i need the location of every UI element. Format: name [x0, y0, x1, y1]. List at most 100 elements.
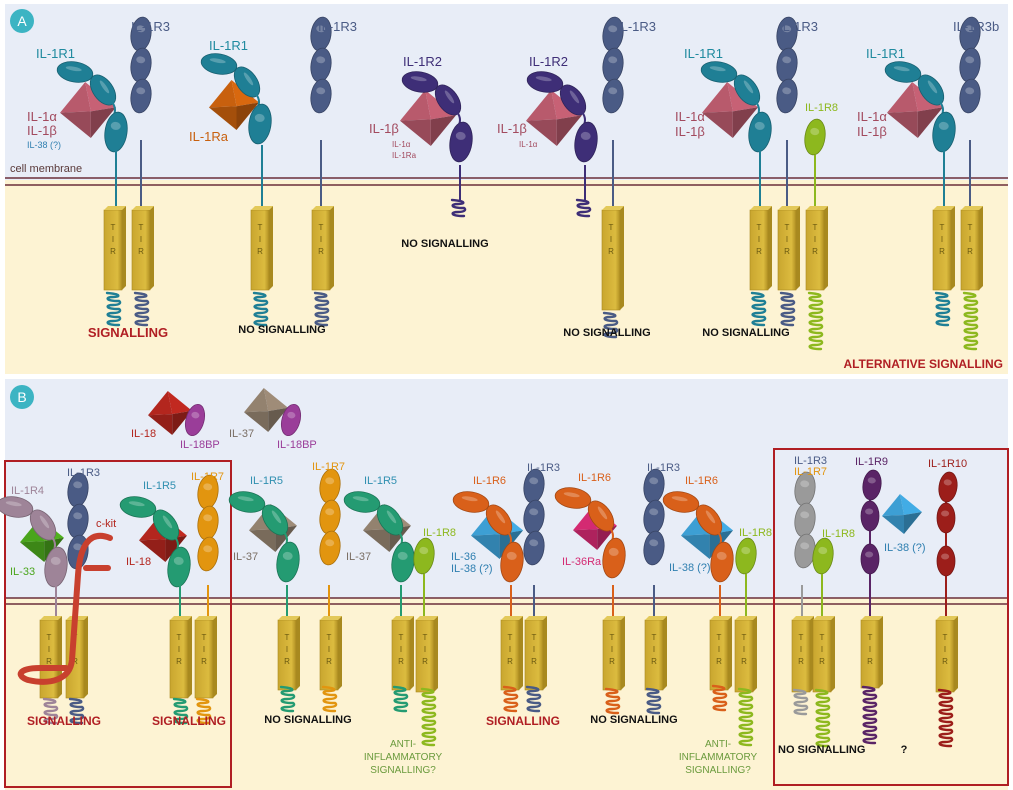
- label-il1r6: IL-1R6: [473, 475, 506, 487]
- ligand-il38: [882, 494, 922, 534]
- label-il1r3: IL-1R3: [779, 19, 818, 34]
- signalling-coil: [861, 685, 878, 745]
- ig-domain-highlight: [927, 80, 938, 94]
- tir-top: [933, 206, 955, 210]
- receptor-il1r6: [452, 491, 524, 583]
- label-il1r8: IL-1R8: [822, 528, 855, 540]
- ligand-il1b: [526, 90, 582, 146]
- ig-domain-d2: [917, 74, 945, 106]
- tir-letter: T: [943, 633, 948, 642]
- ig-domain-highlight: [39, 515, 50, 529]
- ig-domain-d3: [276, 541, 300, 583]
- ligand-face: [904, 512, 922, 534]
- tir-side: [824, 206, 828, 290]
- tir-letter: I: [286, 645, 288, 654]
- ig-domain-highlight: [741, 546, 751, 555]
- tir-top: [861, 616, 883, 620]
- tir-domain: TIR: [960, 206, 983, 291]
- tir-letter: R: [651, 657, 657, 666]
- ig-domain: [602, 16, 624, 52]
- ig-domain-highlight: [271, 510, 282, 524]
- tir-side: [879, 616, 883, 688]
- ligand-face: [556, 115, 582, 146]
- ig-domain-highlight: [237, 496, 254, 502]
- ligand-face: [917, 107, 943, 138]
- label-il1r2: IL-1R2: [403, 54, 442, 69]
- tir-letter: R: [507, 657, 513, 666]
- ig-domain-body: [812, 537, 834, 575]
- ig-domain-highlight: [754, 121, 765, 130]
- label-il1r1: IL-1R1: [36, 46, 75, 61]
- tir-side: [188, 616, 192, 698]
- ig-domain-highlight: [569, 90, 580, 104]
- tir-box: [709, 619, 729, 691]
- ig-domain-body: [862, 469, 882, 501]
- ig-domain-body: [184, 403, 206, 437]
- cell-membrane-label: cell membrane: [10, 163, 82, 175]
- tir-letter: T: [742, 633, 747, 642]
- ig-domain-body: [523, 530, 545, 566]
- ig-domain-highlight: [173, 556, 184, 565]
- ig-domain-highlight: [99, 80, 110, 94]
- ig-domain-body: [602, 78, 624, 114]
- panel-a-extracellular-bg: [5, 4, 1008, 180]
- ig-domain-body: [104, 111, 128, 153]
- signalling-coil: [962, 291, 979, 351]
- label-il1r5: IL-1R5: [143, 480, 176, 492]
- ig-domain: [523, 530, 545, 566]
- ig-domain-d1: [0, 496, 34, 518]
- receptor-il1r7: [319, 468, 341, 566]
- ig-domain-highlight: [50, 556, 61, 565]
- ig-domain-body: [119, 496, 157, 518]
- signalling-coil: [105, 291, 122, 327]
- receptor-il1r3: [130, 16, 152, 114]
- tir-side: [150, 206, 154, 290]
- panel-a-badge-label: A: [17, 13, 27, 29]
- receptor-il1r10-d3: [936, 545, 956, 577]
- receptor-il1r6: [662, 491, 734, 583]
- tir-letter: T: [717, 633, 722, 642]
- ig-domain-body: [554, 487, 592, 509]
- tir-letter: R: [138, 247, 144, 256]
- ig-domain-highlight: [800, 542, 810, 550]
- label-il1a-small: IL-1α: [519, 140, 538, 149]
- ig-domain-d1: [200, 53, 238, 75]
- tir-letter: T: [757, 223, 762, 232]
- tir-letter: R: [608, 247, 614, 256]
- ig-domain-body: [343, 491, 381, 513]
- tir-box: [644, 619, 664, 691]
- signalling-coil: [279, 685, 296, 713]
- ig-domain-d2: [89, 74, 117, 106]
- tir-top: [170, 616, 192, 620]
- outcome-anti-inflammatory-line3: SIGNALLING?: [685, 765, 751, 776]
- outcome-no-signalling: NO SIGNALLING: [238, 324, 325, 336]
- tir-letter: I: [533, 645, 535, 654]
- tir-domain: TIR: [709, 616, 732, 691]
- label-il1ra: IL-1Ra: [189, 129, 229, 144]
- signalling-coil: [525, 685, 542, 713]
- label-il18bp: IL-18BP: [277, 439, 317, 451]
- ig-domain-body: [860, 500, 880, 532]
- tir-letter: T: [111, 223, 116, 232]
- ig-domain-body: [602, 537, 626, 579]
- tir-letter: I: [743, 645, 745, 654]
- ig-domain-highlight: [608, 25, 618, 33]
- tir-letter: T: [258, 223, 263, 232]
- tir-letter: R: [531, 657, 537, 666]
- tir-box: [319, 619, 339, 691]
- receptor-il1r3: [643, 468, 665, 566]
- ig-domain-highlight: [397, 551, 408, 560]
- label-il37: IL-37: [233, 551, 258, 563]
- receptor-il1r3: [523, 468, 545, 566]
- tir-top: [778, 206, 800, 210]
- signalling-coil: [392, 685, 409, 713]
- outcome-no-signalling: NO SIGNALLING: [590, 714, 677, 726]
- tir-top: [603, 616, 625, 620]
- ig-domain-highlight: [941, 510, 950, 517]
- ig-domain-highlight: [580, 131, 591, 140]
- ig-domain-highlight: [162, 515, 173, 529]
- ig-domain-d1: [700, 61, 738, 83]
- tir-domain: TIR: [644, 616, 667, 691]
- tir-letter: I: [203, 645, 205, 654]
